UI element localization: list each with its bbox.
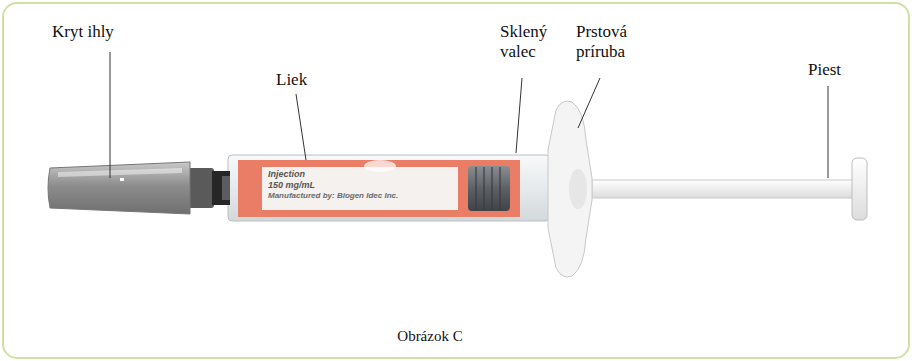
plunger-rod <box>592 180 854 198</box>
drug-label-text: Injection <box>268 170 418 180</box>
needle-cap <box>48 162 190 214</box>
stopper <box>468 166 510 211</box>
finger-flange <box>548 101 592 277</box>
frame <box>3 3 909 358</box>
drug-label-text: Manufactured by: Biogen Idec Inc. <box>268 192 456 201</box>
part-label: Prstová príruba <box>576 22 656 61</box>
leader-lines <box>110 52 828 178</box>
figure-caption: Obrázok C <box>397 328 462 345</box>
part-label: Piest <box>808 60 868 80</box>
drug-label <box>262 167 458 210</box>
drug-band <box>238 160 520 217</box>
needle-hub <box>188 168 214 208</box>
drug-label-text: 150 mg/mL <box>268 181 418 191</box>
part-label: Kryt ihly <box>52 22 172 42</box>
part-label: Liek <box>276 70 336 90</box>
plunger-thumb-pad <box>852 158 867 220</box>
glass-barrel <box>228 155 550 221</box>
part-label: Sklený valec <box>500 22 560 61</box>
